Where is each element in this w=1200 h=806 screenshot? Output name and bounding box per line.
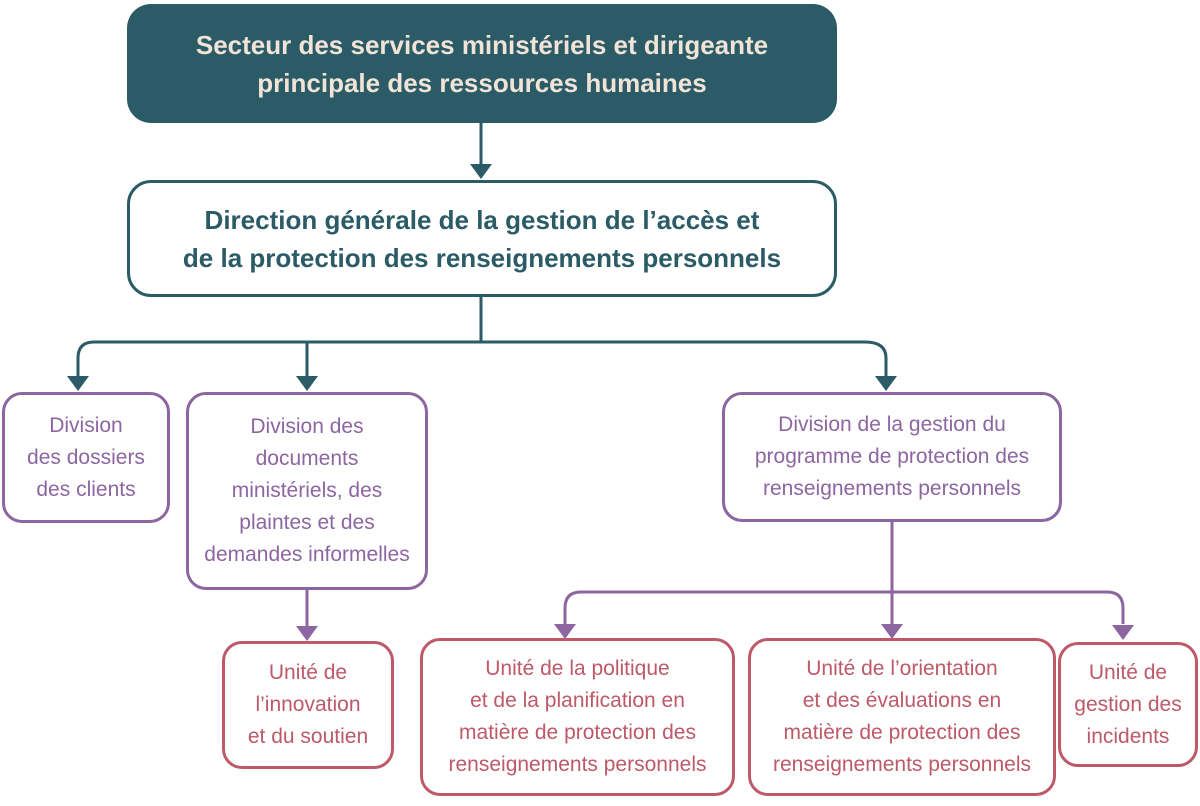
node-division-programme: Division de la gestion du programme de p… [722, 392, 1062, 522]
node-unit-incidents: Unité de gestion des incidents [1058, 642, 1198, 767]
node-division-clients-label: Division des dossiers des clients [27, 413, 145, 501]
node-unit-politique-label: Unité de la politique et de la planifica… [448, 657, 707, 776]
node-direction: Direction générale de la gestion de l’ac… [127, 180, 837, 297]
node-unit-orientation-label: Unité de l’orientation et des évaluation… [773, 657, 1031, 776]
arrow-programme-to-units [554, 522, 1134, 640]
arrow-sector-to-direction [470, 123, 492, 179]
node-sector: Secteur des services ministériels et dir… [127, 4, 837, 123]
node-division-documents: Division des documents ministériels, des… [186, 392, 428, 590]
node-unit-incidents-label: Unité de gestion des incidents [1074, 660, 1182, 748]
node-division-programme-label: Division de la gestion du programme de p… [754, 413, 1030, 500]
node-unit-innovation: Unité de l’innovation et du soutien [222, 641, 394, 769]
node-unit-innovation-label: Unité de l’innovation et du soutien [247, 661, 369, 748]
node-division-documents-label: Division des documents ministériels, des… [204, 415, 410, 566]
node-division-clients: Division des dossiers des clients [2, 392, 170, 523]
arrow-documents-to-innovation [296, 590, 318, 641]
node-sector-label: Secteur des services ministériels et dir… [195, 29, 769, 98]
node-unit-orientation: Unité de l’orientation et des évaluation… [748, 638, 1056, 796]
node-unit-politique: Unité de la politique et de la planifica… [420, 638, 735, 796]
node-direction-label: Direction générale de la gestion de l’ac… [182, 204, 782, 273]
arrow-direction-to-divisions [67, 297, 897, 391]
